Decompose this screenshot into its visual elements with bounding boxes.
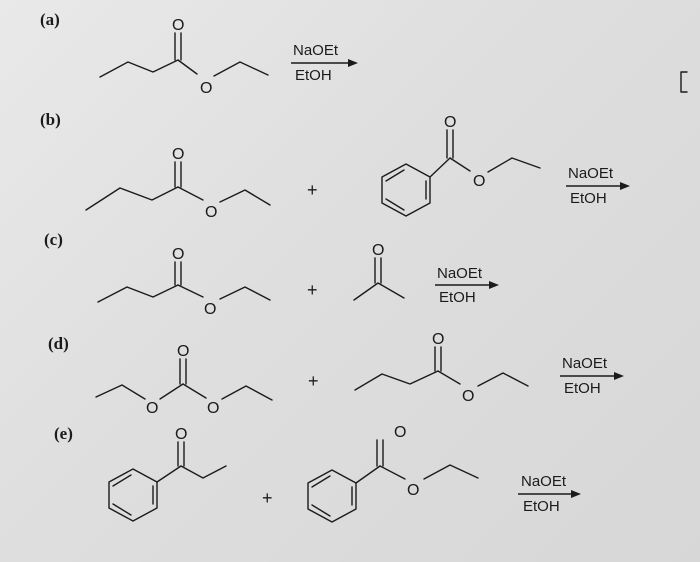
oxygen-atom: O bbox=[172, 17, 184, 34]
molecule-ethyl-butanoate-b: O O bbox=[85, 146, 271, 221]
molecule-acetone-c: O bbox=[353, 242, 405, 301]
oxygen-atom: O bbox=[172, 246, 184, 263]
reagent-top-e: NaOEt bbox=[521, 473, 567, 490]
oxygen-atom: O bbox=[444, 114, 456, 131]
reagent-top-a: NaOEt bbox=[293, 42, 339, 59]
oxygen-atom: O bbox=[394, 424, 406, 441]
reaction-label-e: (e) bbox=[54, 424, 73, 443]
reaction-label-d: (d) bbox=[48, 334, 69, 353]
reagent-bottom-e: EtOH bbox=[523, 498, 560, 515]
oxygen-atom: O bbox=[207, 400, 219, 417]
arrowhead-c bbox=[489, 281, 499, 289]
reaction-label-c: (c) bbox=[44, 230, 63, 249]
oxygen-atom: O bbox=[146, 400, 158, 417]
page-edge-mark bbox=[680, 71, 688, 93]
oxygen-atom: O bbox=[172, 146, 184, 163]
reagent-top-b: NaOEt bbox=[568, 165, 614, 182]
reaction-c: (c) O O + O NaOEt EtOH bbox=[44, 230, 499, 318]
molecule-propiophenone-e: O bbox=[108, 426, 227, 522]
molecule-ethyl-benzoate-b: O O bbox=[381, 114, 541, 217]
arrowhead-a bbox=[348, 59, 358, 67]
oxygen-atom: O bbox=[473, 173, 485, 190]
plus-sign-c: + bbox=[307, 280, 318, 300]
molecule-diethyl-carbonate-d: O O O bbox=[95, 343, 273, 417]
reaction-a: (a) O O NaOEt EtOH bbox=[40, 10, 358, 97]
molecule-ethyl-butanoate-c: O O bbox=[97, 246, 271, 318]
plus-sign-d: + bbox=[308, 371, 319, 391]
oxygen-atom: O bbox=[177, 343, 189, 360]
reagent-bottom-c: EtOH bbox=[439, 289, 476, 306]
reagent-bottom-d: EtOH bbox=[564, 380, 601, 397]
molecule-ethyl-benzoate-e: O O bbox=[307, 424, 479, 523]
oxygen-atom: O bbox=[175, 426, 187, 443]
plus-sign-b: + bbox=[307, 180, 318, 200]
reagent-bottom-b: EtOH bbox=[570, 190, 607, 207]
oxygen-atom: O bbox=[205, 204, 217, 221]
reaction-b: (b) O O + O O NaOEt EtOH bbox=[40, 110, 630, 221]
oxygen-atom: O bbox=[462, 388, 474, 405]
reaction-label-a: (a) bbox=[40, 10, 60, 29]
arrowhead-b bbox=[620, 182, 630, 190]
oxygen-atom: O bbox=[407, 482, 419, 499]
reagent-top-d: NaOEt bbox=[562, 355, 608, 372]
oxygen-atom: O bbox=[372, 242, 384, 259]
plus-sign-e: + bbox=[262, 488, 273, 508]
oxygen-atom: O bbox=[432, 331, 444, 348]
arrowhead-e bbox=[571, 490, 581, 498]
reaction-label-b: (b) bbox=[40, 110, 61, 129]
reagent-bottom-a: EtOH bbox=[295, 67, 332, 84]
reagent-top-c: NaOEt bbox=[437, 265, 483, 282]
molecule-ethyl-butanoate-a: O O bbox=[99, 17, 269, 97]
arrowhead-d bbox=[614, 372, 624, 380]
oxygen-atom: O bbox=[204, 301, 216, 318]
reaction-d: (d) O O O + O O NaOEt EtOH bbox=[48, 331, 624, 417]
molecule-ethyl-butanoate-d: O O bbox=[354, 331, 529, 405]
oxygen-atom: O bbox=[200, 80, 212, 97]
reaction-e: (e) O + O O NaOEt EtO bbox=[54, 424, 581, 523]
